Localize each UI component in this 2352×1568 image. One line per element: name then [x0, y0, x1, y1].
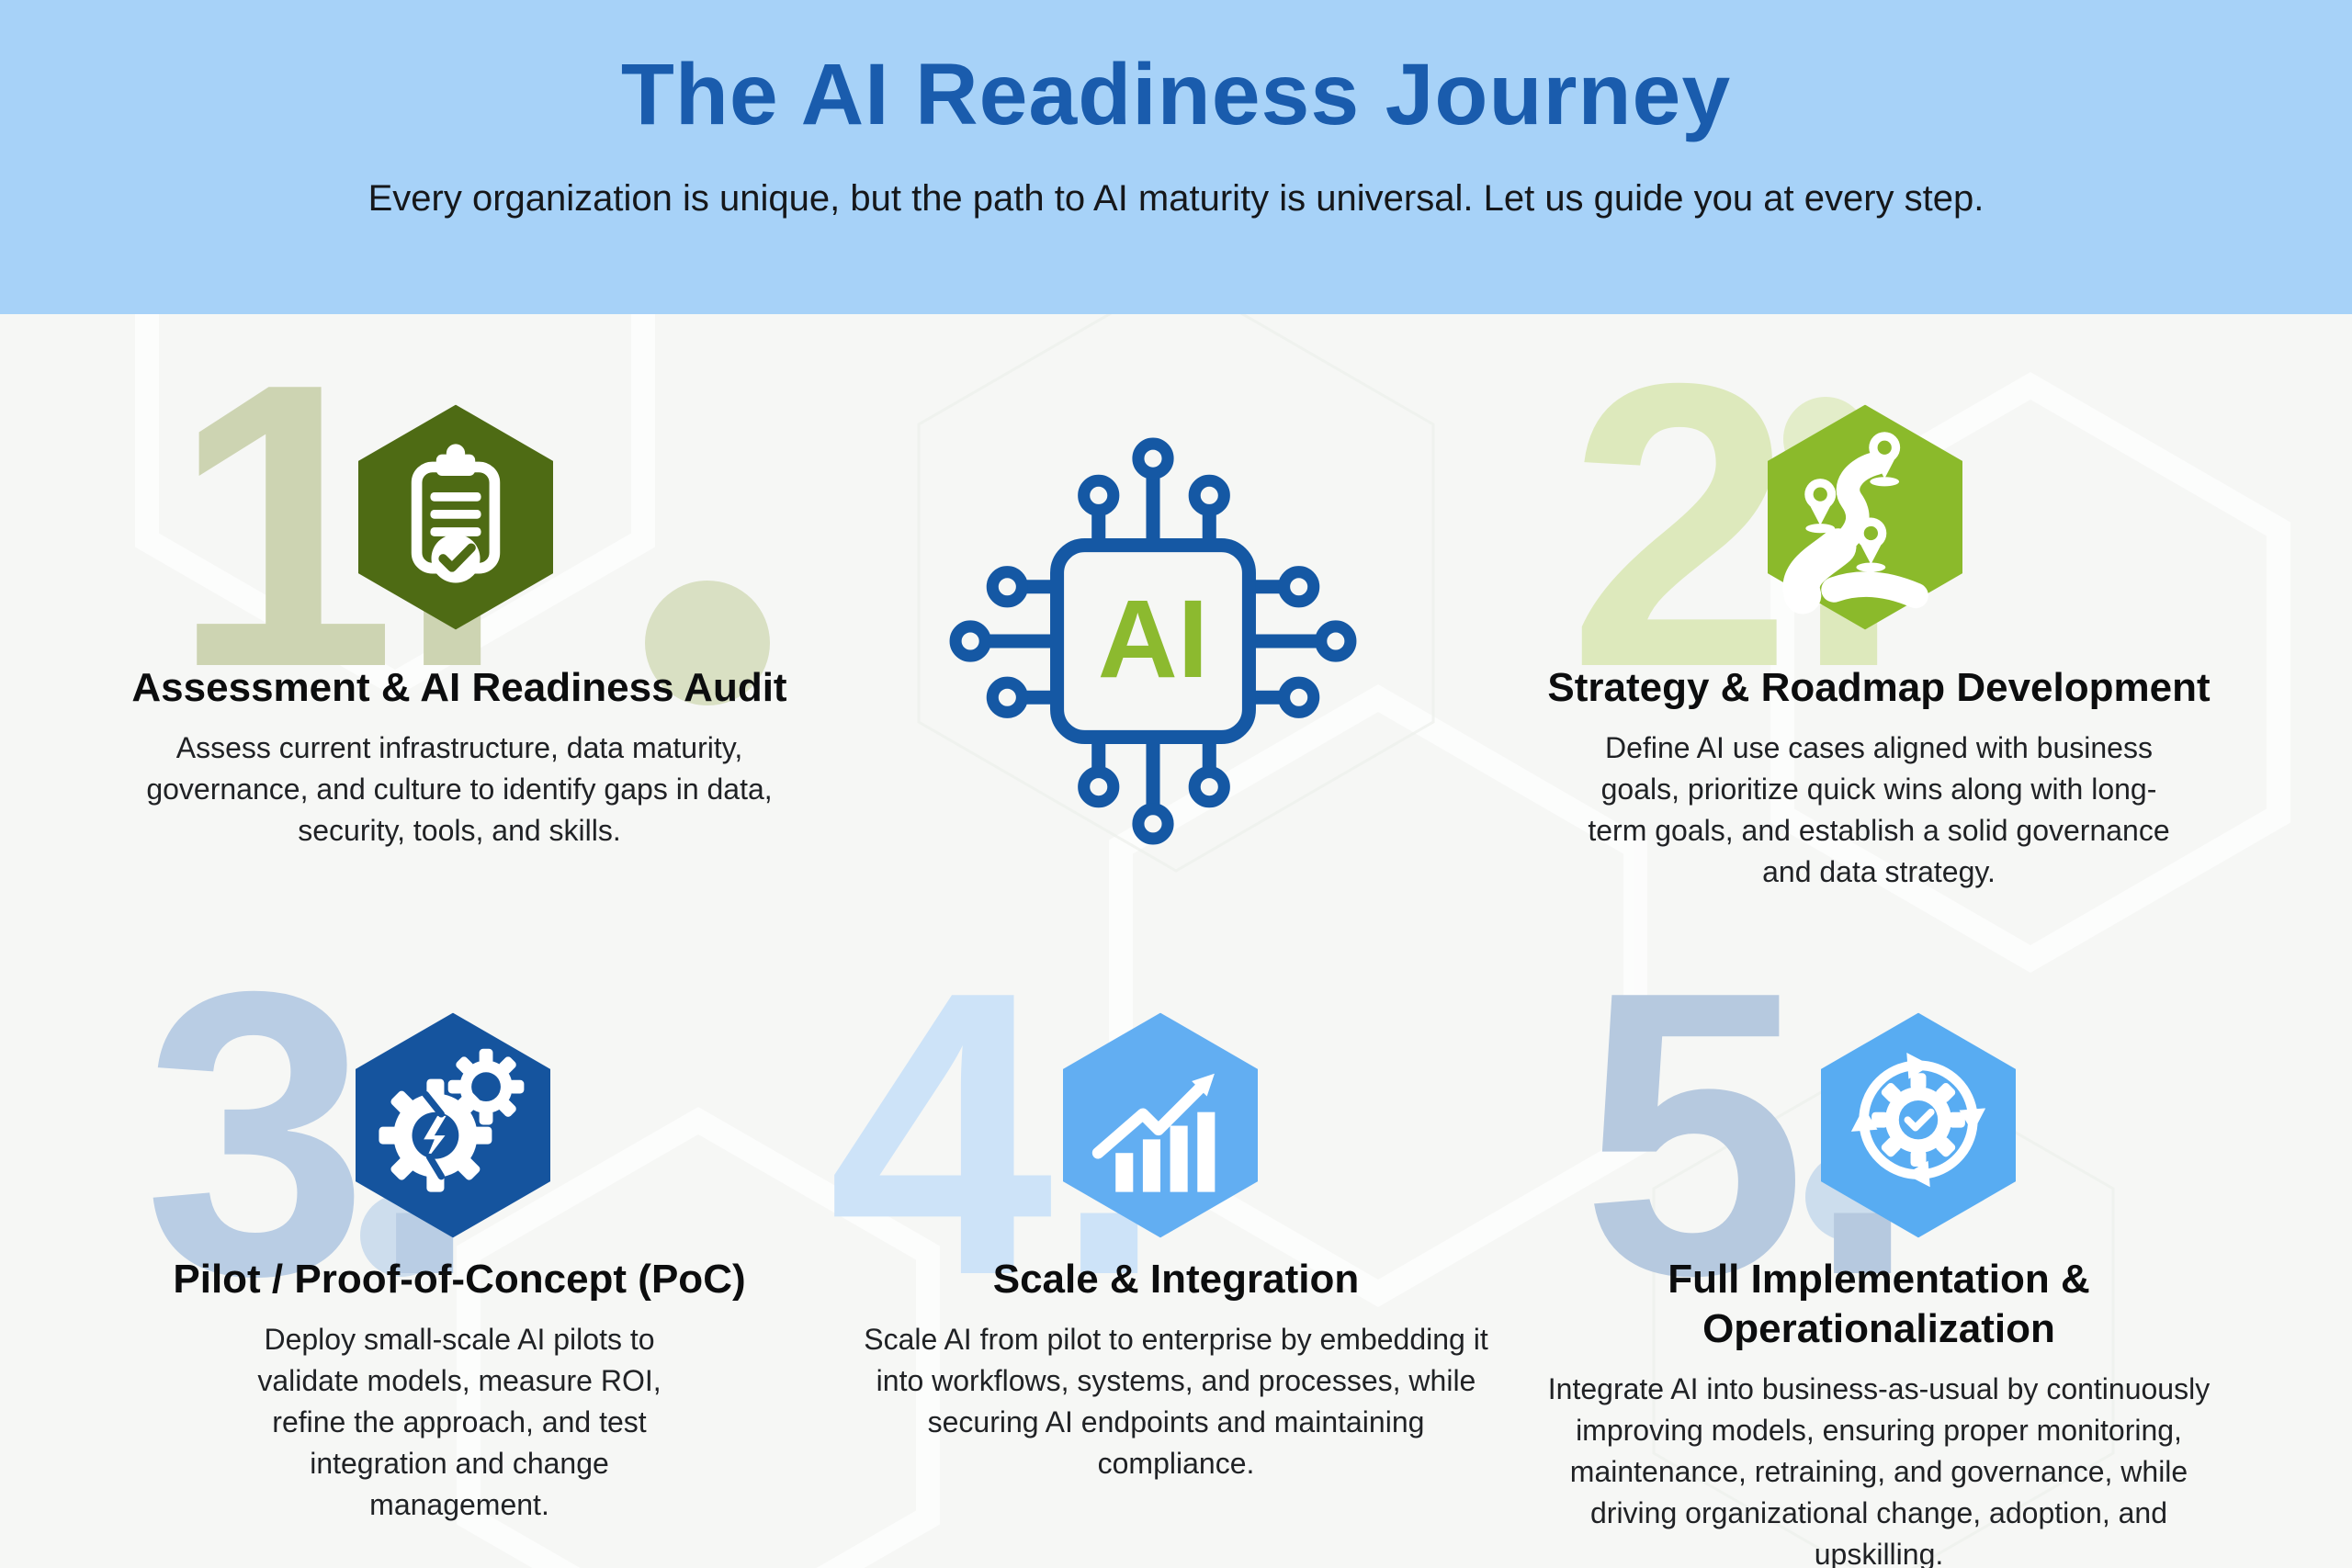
step-1-title: Assessment & AI Readiness Audit [131, 665, 787, 710]
step-1-description: Assess current infrastructure, data matu… [146, 731, 773, 847]
page-subtitle: Every organization is unique, but the pa… [368, 178, 1984, 219]
step-1-art: 1. [74, 324, 845, 728]
roadmap-pins-icon [1768, 404, 1962, 630]
step-2-art: 2. [1493, 324, 2265, 728]
step-1-assessment: 1. Assessment & AI Rea [74, 324, 845, 852]
step-5-implementation: 5. [1493, 932, 2265, 1568]
clipboard-check-icon [358, 404, 553, 630]
step-4-description: Scale AI from pilot to enterprise by emb… [864, 1323, 1488, 1480]
map-pin-icon [1804, 479, 1837, 534]
step-1-hexagon-badge [358, 404, 553, 630]
ai-chip-label: AI [1098, 577, 1209, 701]
growth-chart-icon [1063, 1012, 1258, 1238]
step-3-description: Deploy small-scale AI pilots to validate… [257, 1323, 662, 1521]
step-2-description: Define AI use cases aligned with busines… [1588, 731, 2170, 888]
step-3-hexagon-badge [356, 1012, 550, 1238]
step-5-title: Full Implementation & Operationalization [1668, 1257, 2090, 1351]
step-4-scale: 4. Scale & Integration Scale AI from pil… [790, 932, 1562, 1484]
step-4-title: Scale & Integration [992, 1257, 1360, 1302]
step-5-art: 5. [1493, 932, 2265, 1337]
page-title: The AI Readiness Journey [620, 46, 1732, 143]
ai-chip-icon: AI [949, 437, 1357, 845]
step-5-hexagon-badge [1821, 1012, 2016, 1238]
step-3-art: 3. [74, 932, 845, 1337]
step-4-art: 4. [790, 932, 1562, 1337]
ai-chip-graphic: AI [936, 424, 1370, 858]
step-2-hexagon-badge [1768, 404, 1962, 630]
page-header: The AI Readiness Journey Every organizat… [0, 0, 2352, 314]
step-5-description: Integrate AI into business-as-usual by c… [1547, 1372, 2211, 1568]
deco-dot [645, 581, 770, 705]
map-pin-icon [1855, 517, 1887, 572]
map-pin-icon [1869, 432, 1901, 487]
step-2-strategy: 2. [1493, 324, 2265, 893]
cycle-gear-icon [1821, 1012, 2016, 1238]
broken-gears-icon [356, 1012, 550, 1238]
step-3-pilot: 3. [74, 932, 845, 1526]
step-2-title: Strategy & Roadmap Development [1547, 665, 2211, 710]
step-4-hexagon-badge [1063, 1012, 1258, 1238]
step-3-title: Pilot / Proof-of-Concept (PoC) [173, 1257, 746, 1302]
